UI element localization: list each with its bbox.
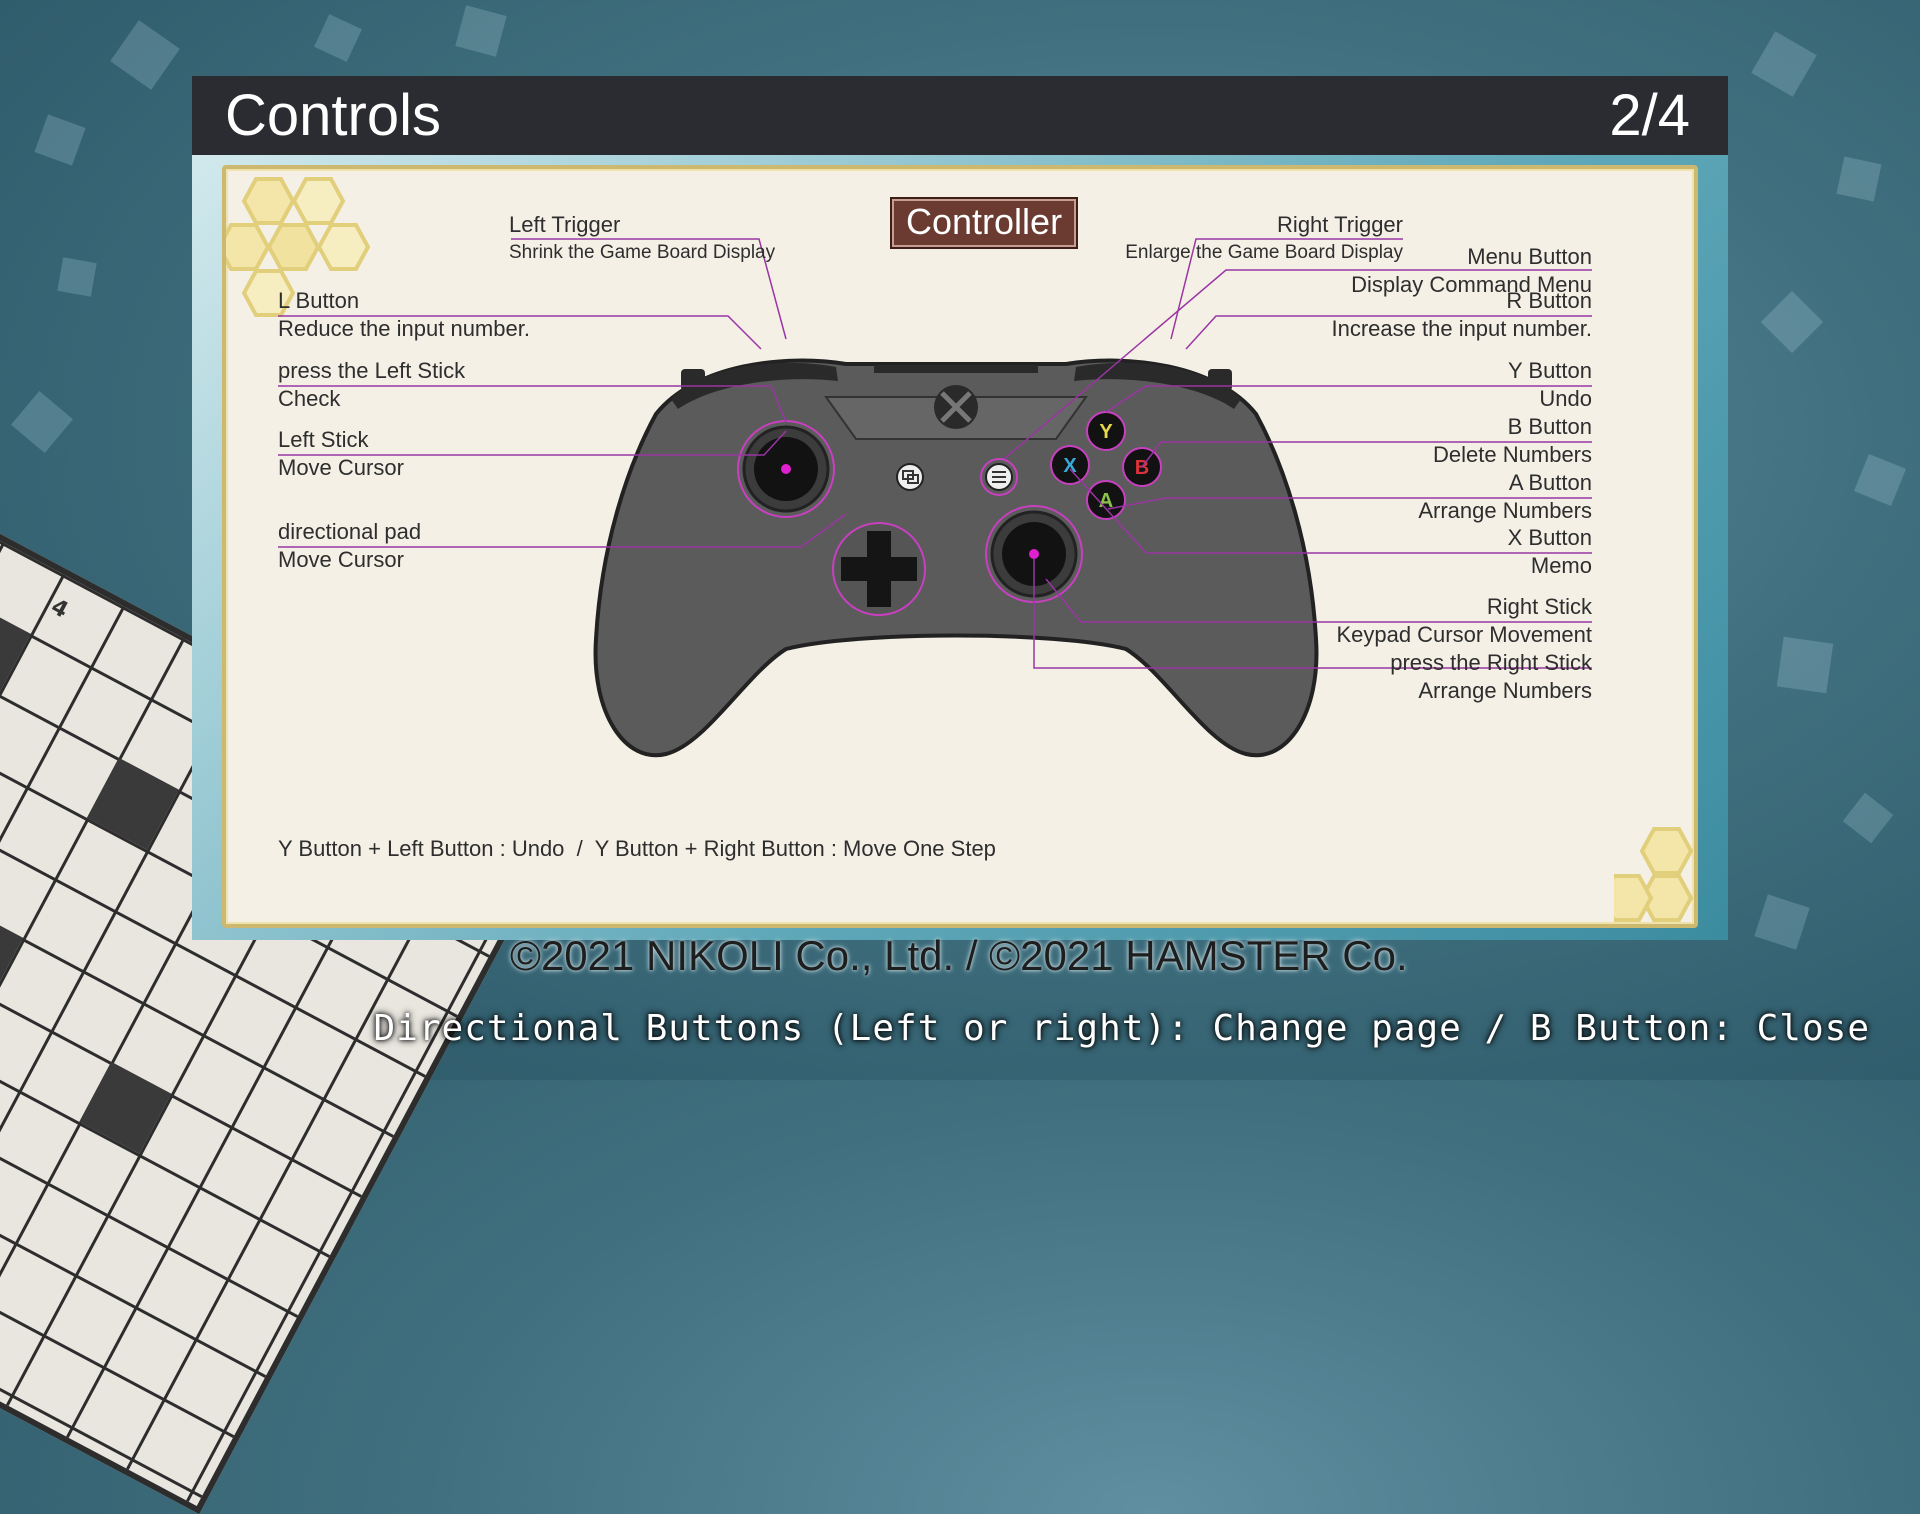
x-button-name: X Button [1507, 525, 1592, 550]
page-indicator: 2/4 [1609, 83, 1690, 148]
left-stick-label: Left Stick Move Cursor [278, 426, 404, 482]
right-stick-name: Right Stick [1486, 594, 1592, 619]
copyright-text: ©2021 NIKOLI Co., Ltd. / ©2021 HAMSTER C… [510, 932, 1408, 979]
l-button-desc: Reduce the input number. [278, 316, 530, 341]
a-button-label: A [1099, 490, 1113, 512]
left-bumper [671, 362, 838, 409]
l-button-label: L Button Reduce the input number. [278, 287, 530, 343]
b-button-callout: B Button Delete Numbers [1292, 413, 1592, 469]
menu-button-desc: Display Command Menu [1351, 272, 1592, 297]
hexagon-pattern-icon [1614, 827, 1694, 922]
a-button [1086, 480, 1126, 520]
right-trigger-label: Right Trigger Enlarge the Game Board Dis… [1103, 211, 1403, 267]
panel-header: Controls 2/4 [192, 76, 1728, 155]
hexagon-pattern-icon [226, 177, 371, 317]
x-button-label: X [1063, 455, 1077, 477]
dpad-desc: Move Cursor [278, 547, 404, 572]
left-trigger-shape [681, 369, 705, 391]
navigation-hint: Directional Buttons (Left or right): Cha… [373, 1008, 1870, 1049]
x-button-desc: Memo [1530, 553, 1592, 578]
right-trigger-name: Right Trigger [1277, 212, 1403, 237]
right-stick-press-desc: Arrange Numbers [1418, 678, 1592, 703]
left-stick-name: Left Stick [278, 427, 369, 452]
right-trigger-desc: Enlarge the Game Board Display [1125, 242, 1403, 263]
right-stick-callout: Right Stick Keypad Cursor Movement press… [1242, 593, 1592, 705]
y-button-name: Y Button [1508, 358, 1592, 383]
left-trigger-name: Left Trigger [509, 212, 621, 237]
dpad-label: directional pad Move Cursor [278, 518, 421, 574]
a-button-name: A Button [1508, 470, 1592, 495]
r-button-label: R Button Increase the input number. [1292, 287, 1593, 343]
y-button-desc: Undo [1539, 386, 1592, 411]
combo-hint: Y Button + Left Button : Undo / Y Button… [278, 836, 996, 861]
left-stick-press-name: press the Left Stick [278, 358, 466, 383]
left-stick-desc: Move Cursor [278, 455, 404, 480]
right-trigger-shape [1208, 369, 1232, 391]
menu-button-name: Menu Button [1467, 244, 1592, 269]
left-trigger-desc: Shrink the Game Board Display [509, 242, 776, 263]
controls-panel: Controls 2/4 Controller [192, 76, 1728, 940]
menu-button-label: Menu Button Display Command Menu [1292, 243, 1592, 299]
y-button-label: Y [1099, 421, 1113, 443]
right-stick-desc: Keypad Cursor Movement [1336, 622, 1592, 647]
r-button-desc: Increase the input number. [1331, 316, 1593, 341]
page-title: Controls [225, 83, 441, 148]
b-button-name: B Button [1507, 414, 1592, 439]
x-button-callout: X Button Memo [1292, 524, 1592, 580]
a-button-desc: Arrange Numbers [1418, 498, 1592, 523]
controls-card: Controller [222, 165, 1698, 928]
controller-diagram: Y X B A [278, 238, 1592, 758]
l-button-name: L Button [278, 288, 360, 313]
y-button-callout: Y Button Undo [1292, 357, 1592, 413]
callout-lines [278, 238, 1592, 669]
a-button-callout: A Button Arrange Numbers [1292, 469, 1592, 525]
x-button [1050, 445, 1090, 485]
board-number: 4 [46, 594, 73, 624]
dpad-name: directional pad [278, 519, 422, 544]
left-stick-press-label: press the Left Stick Check [278, 357, 465, 413]
controller-tab: Controller [890, 197, 1079, 249]
left-stick-press-desc: Check [278, 386, 341, 411]
right-stick-press-name: press the Right Stick [1390, 650, 1592, 675]
b-button-desc: Delete Numbers [1433, 442, 1592, 467]
left-trigger-label: Left Trigger Shrink the Game Board Displ… [509, 211, 775, 267]
r-button-name: R Button [1506, 288, 1592, 313]
right-bumper [1074, 362, 1241, 409]
view-button [896, 463, 924, 491]
dpad [841, 531, 917, 607]
